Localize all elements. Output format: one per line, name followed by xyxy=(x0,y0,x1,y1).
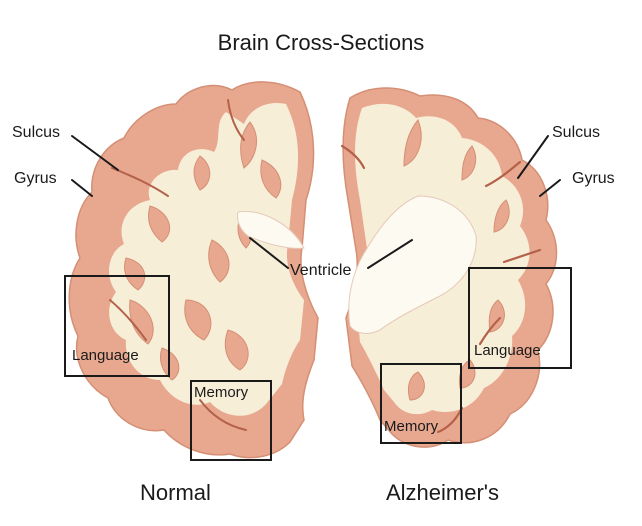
diagram-title: Brain Cross-Sections xyxy=(217,30,425,55)
leader-gyrus-right xyxy=(539,179,561,197)
caption-alzheimers: Alzheimer's xyxy=(386,480,500,505)
leader-lines xyxy=(71,135,561,269)
label-memory-normal: Memory xyxy=(194,384,249,401)
normal-folds xyxy=(124,121,282,381)
leader-gyrus-left xyxy=(71,179,93,197)
caption-normal: Normal xyxy=(140,480,211,505)
leader-ventricle-left xyxy=(249,237,289,269)
label-ventricle: Ventricle xyxy=(290,262,352,279)
normal-brain xyxy=(68,81,319,459)
leader-sulcus-right xyxy=(517,135,549,179)
box-memory-normal xyxy=(190,380,272,461)
label-sulcus-right: Sulcus xyxy=(552,124,601,141)
alzheimers-brain xyxy=(340,87,558,448)
leader-ventricle-right xyxy=(367,239,413,269)
normal-ventricle xyxy=(237,210,305,249)
label-gyrus-right: Gyrus xyxy=(572,170,615,187)
label-sulcus-left: Sulcus xyxy=(12,124,61,141)
alz-ventricle xyxy=(348,195,477,334)
normal-white-matter xyxy=(109,102,304,416)
box-memory-alz xyxy=(380,363,462,444)
label-language-normal: Language xyxy=(72,347,139,364)
leader-sulcus-left xyxy=(71,135,119,171)
label-language-alz: Language xyxy=(474,342,541,359)
box-language-normal xyxy=(64,275,170,377)
label-gyrus-left: Gyrus xyxy=(14,170,57,187)
box-language-alz xyxy=(468,267,572,369)
label-memory-alz: Memory xyxy=(384,418,439,435)
normal-sulci xyxy=(109,99,247,431)
annotation-boxes xyxy=(64,267,572,461)
